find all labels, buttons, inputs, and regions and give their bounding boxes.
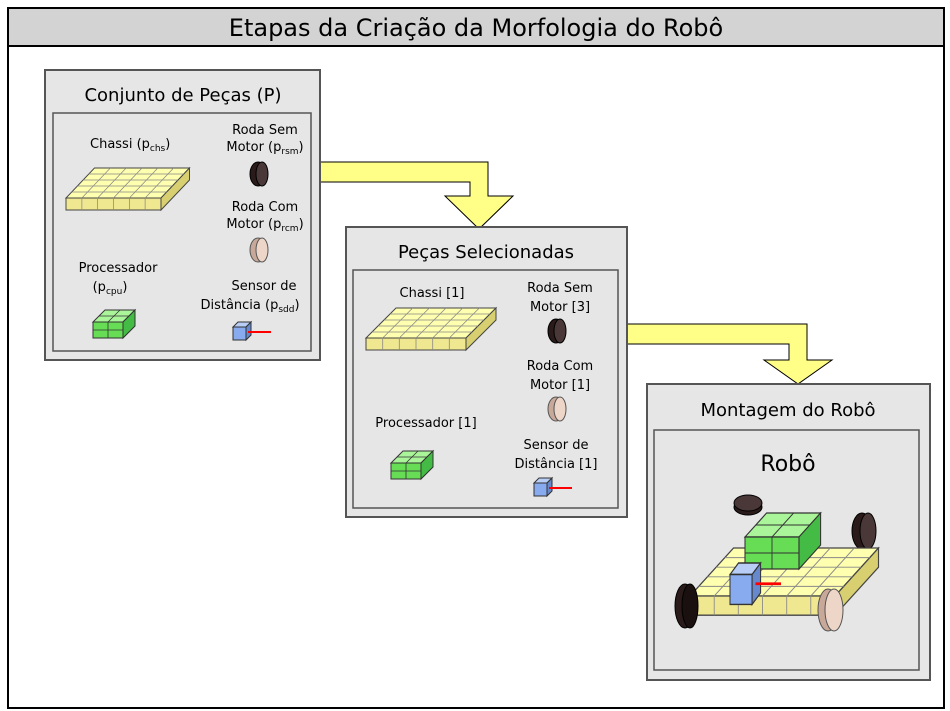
svg-text:Motor (prcm): Motor (prcm) [226,217,303,234]
wheel-no-motor-icon [851,512,877,550]
title-bar [7,7,945,47]
wheel-motor-label: Roda Com [232,200,298,215]
svg-text:Motor [3]: Motor [3] [530,300,590,315]
processor-label: Processador [79,261,158,276]
panel-title: Peças Selecionadas [398,242,574,263]
arrow-conjunto-to-selecionadas [317,161,515,230]
wheel-motor-icon [817,588,844,632]
panel-conjunto-de-pecas: Conjunto de Peças (P) Chassi (pchs) Roda… [44,69,321,361]
wheel-no-motor-label: Roda Sem [527,281,593,296]
svg-text:Distância [1]: Distância [1] [515,457,598,472]
svg-text:Motor [1]: Motor [1] [530,378,590,393]
wheel-no-motor-label: Roda Sem [232,123,298,138]
svg-text:Distância (psdd): Distância (psdd) [200,298,299,315]
diagram-title: Etapas da Criação da Morfologia do Robô [229,14,723,42]
processor-icon [743,511,822,571]
wheel-no-motor-icon [733,494,763,516]
arrow-selecionadas-to-montagem [626,323,834,385]
robot-label: Robô [760,452,815,477]
svg-text:Motor (prsm): Motor (prsm) [226,140,303,157]
svg-text:(pcpu): (pcpu) [93,280,128,297]
panel-title: Conjunto de Peças (P) [84,85,281,106]
panel-title: Montagem do Robô [700,400,875,421]
sensor-label: Sensor de [524,438,589,453]
processor-label: Processador [1] [375,416,476,431]
wheel-no-motor-icon [674,583,699,629]
chassis-subscript: chs [150,144,166,154]
svg-text:Chassi (pchs): Chassi (pchs) [90,137,170,154]
wheel-motor-label: Roda Com [527,359,593,374]
chassis-label: Chassi [1] [400,286,465,301]
panel-pecas-selecionadas: Peças Selecionadas Chassi [1] Roda Sem M… [345,226,628,518]
wheel-motor-icon [547,396,567,422]
panel-montagem-do-robo: Montagem do Robô Robô [646,383,931,681]
wheel-no-motor-icon [547,318,567,344]
robot-assembly [674,494,880,632]
wheel-motor-icon [249,237,269,263]
wheel-no-motor-icon [249,161,269,187]
sensor-label: Sensor de [232,279,297,294]
sensor-icon [728,561,782,607]
chassis-label: Chassi (p [90,137,150,152]
